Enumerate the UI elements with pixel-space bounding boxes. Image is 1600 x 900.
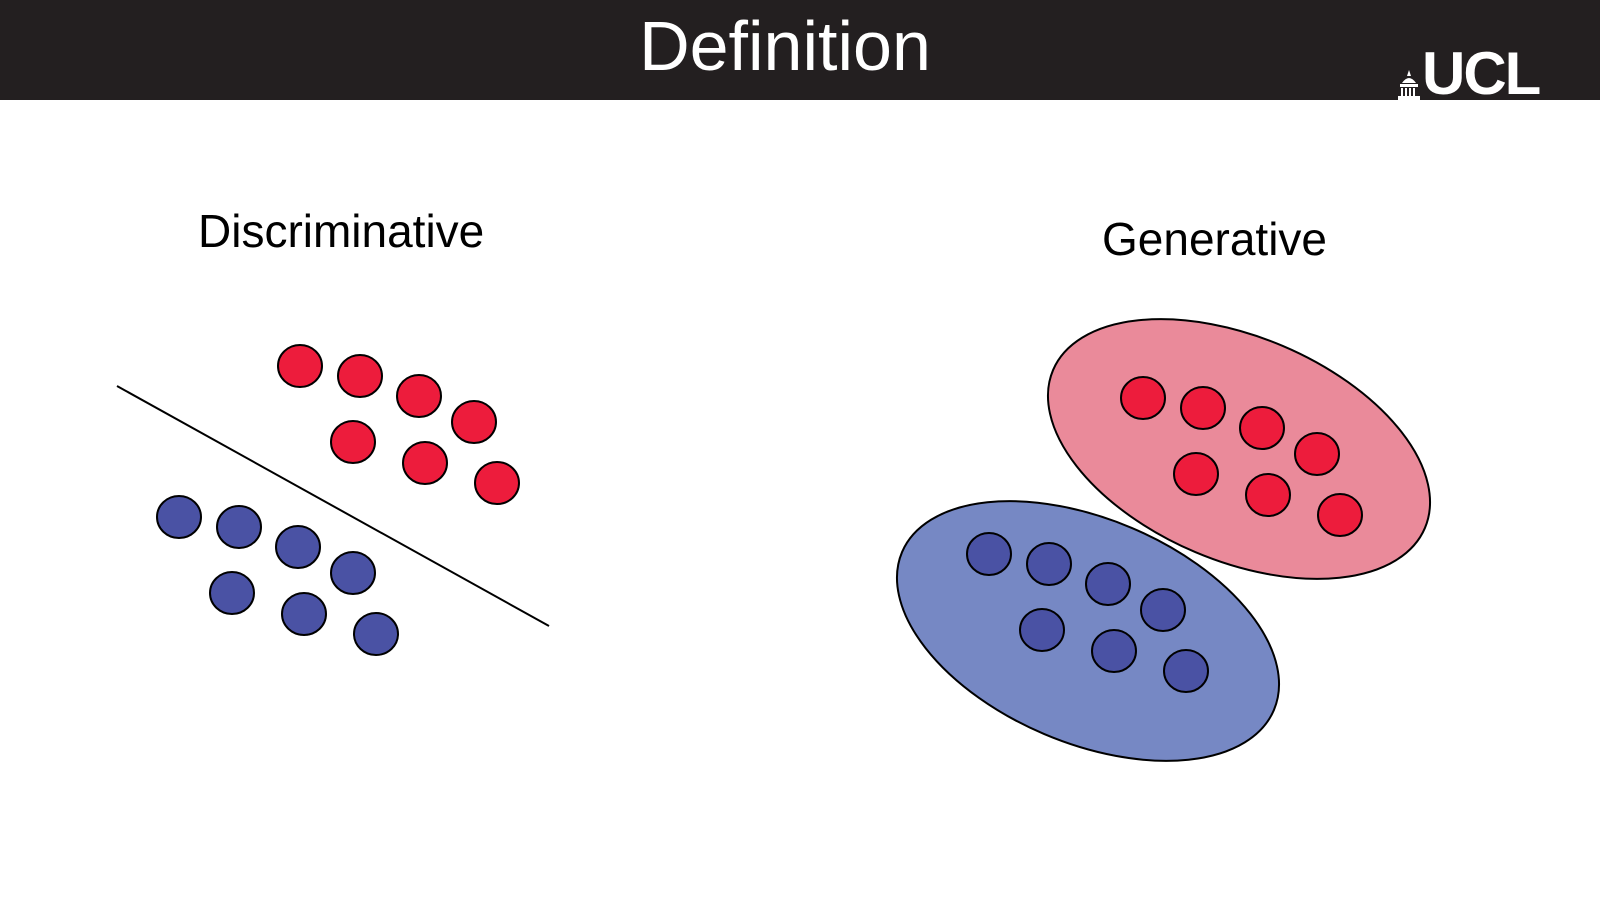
generative-panel: [895, 318, 1432, 762]
discriminative-label: Discriminative: [198, 205, 485, 257]
ucl-wordmark: UCL: [1422, 40, 1541, 107]
ucl-logo: UCL: [1398, 40, 1541, 107]
red-point: [474, 461, 520, 505]
blue-point: [156, 495, 202, 539]
red-point: [1317, 493, 1363, 537]
blue-point: [330, 551, 376, 595]
red-point: [1245, 473, 1291, 517]
red-point: [396, 374, 442, 418]
blue-point: [353, 612, 399, 656]
red-point: [402, 441, 448, 485]
red-point: [1294, 432, 1340, 476]
blue-point: [966, 532, 1012, 576]
blue-point: [1019, 608, 1065, 652]
red-point: [1180, 386, 1226, 430]
blue-point: [1091, 629, 1137, 673]
title-bar: Definition UCL: [0, 0, 1600, 107]
blue-point: [1026, 542, 1072, 586]
blue-point: [216, 505, 262, 549]
red-point: [277, 344, 323, 388]
blue-point: [1085, 562, 1131, 606]
slide-title: Definition: [639, 7, 931, 85]
red-point: [1173, 452, 1219, 496]
red-point: [451, 400, 497, 444]
red-point: [330, 420, 376, 464]
red-point: [1120, 376, 1166, 420]
blue-point: [1163, 649, 1209, 693]
blue-point: [1140, 588, 1186, 632]
blue-point: [275, 525, 321, 569]
red-point: [1239, 406, 1285, 450]
decision-boundary-line: [116, 385, 550, 627]
portico-icon: [1398, 70, 1420, 100]
blue-point: [281, 592, 327, 636]
red-point: [337, 354, 383, 398]
blue-point: [209, 571, 255, 615]
discriminative-panel: [116, 344, 550, 656]
generative-label: Generative: [1102, 213, 1328, 265]
